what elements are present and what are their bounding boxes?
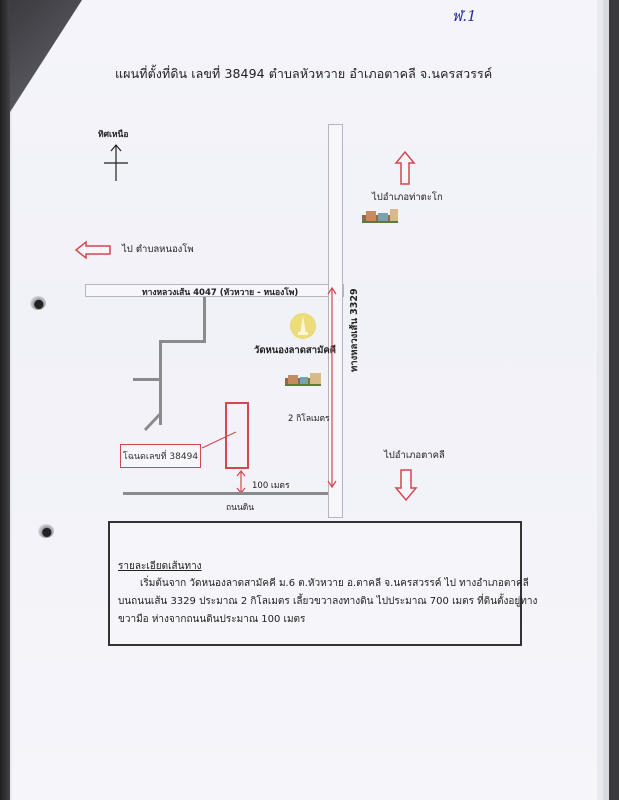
- arrow-down-icon: [394, 469, 418, 502]
- side-road: [159, 340, 162, 425]
- land-plot-marker: [225, 402, 249, 469]
- side-road: [203, 297, 206, 342]
- to-takhli-label: ไปอำเภอตาคลี: [384, 450, 445, 461]
- punch-hole-bottom: [38, 524, 54, 538]
- north-arrow-icon: [104, 144, 128, 181]
- document-page: [12, 0, 597, 800]
- side-road: [143, 412, 163, 432]
- temple-icon: [290, 313, 316, 339]
- district-office-icon: [362, 209, 398, 223]
- temple-building-icon: [285, 373, 321, 386]
- temple-name: วัดหนองลาดสามัคคี: [254, 345, 337, 356]
- highway-4047-label: ทางหลวงเส้น 4047 (หัวหวาย - หนองโพ): [142, 288, 299, 298]
- document-title: แผนที่ตั้งที่ดิน เลขที่ 38494 ตำบลหัวหวา…: [115, 66, 493, 81]
- arrow-left-icon: [74, 240, 111, 260]
- north-label: ทิศเหนือ: [98, 130, 129, 140]
- page-marker: ฬ.1: [452, 7, 477, 25]
- distance-2km-label: 2 กิโลเมตร: [288, 414, 330, 424]
- scan-shadow: [0, 0, 12, 800]
- route-description-line-2: บนถนนเส้น 3329 ประมาณ 2 กิโลเมตร เลี้ยวข…: [118, 596, 538, 607]
- route-description-box: รายละเอียดเส้นทาง เริ่มต้นจาก วัดหนองลาด…: [108, 521, 537, 646]
- dirt-road: [123, 492, 328, 495]
- dirt-road-label: ถนนดิน: [226, 503, 255, 513]
- deed-label: โฉนดเลขที่ 38494: [122, 452, 199, 462]
- page-edge: [603, 0, 609, 800]
- highway-4047: [85, 284, 344, 297]
- callout-leader-line: [201, 431, 237, 449]
- route-description-heading: รายละเอียดเส้นทาง: [118, 561, 202, 572]
- highway-3329-label: ทางหลวงเส้น 3329: [349, 288, 360, 372]
- side-road: [133, 378, 160, 381]
- to-nong-pho-label: ไป ตำบลหนองโพ: [122, 244, 194, 255]
- punch-hole-top: [30, 296, 46, 310]
- distance-100m-label: 100 เมตร: [252, 481, 290, 491]
- scanner-edge: [609, 0, 619, 800]
- distance-100m-arrow-icon: [236, 470, 246, 494]
- distance-arrow-icon: [327, 286, 337, 489]
- route-description-line-3: ขวามือ ห่างจากถนนดินประมาณ 100 เมตร: [118, 614, 306, 625]
- deed-number-callout: โฉนดเลขที่ 38494: [120, 444, 201, 468]
- to-tha-tako-label: ไปอำเภอท่าตะโก: [372, 192, 443, 203]
- arrow-up-icon: [394, 150, 416, 185]
- route-description-line-1: เริ่มต้นจาก วัดหนองลาดสามัคคี ม.6 ต.หัวห…: [140, 578, 529, 589]
- side-road: [159, 340, 206, 343]
